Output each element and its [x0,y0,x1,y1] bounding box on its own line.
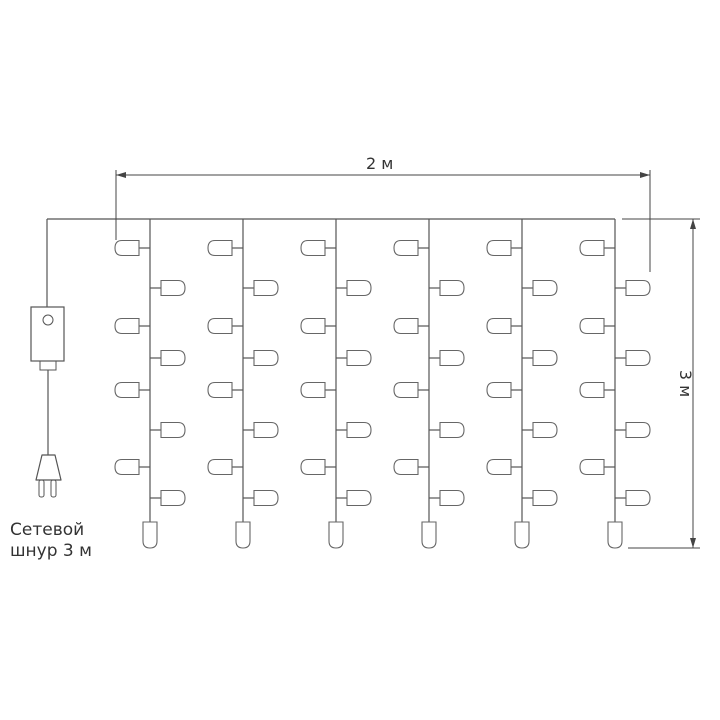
led-bulb [393,381,419,399]
plug-pin [38,479,45,498]
plug-icon [35,454,62,481]
led-bulb [625,349,651,367]
led-bulb [346,349,372,367]
cord-label-line1: Сетевой [10,520,85,540]
led-bulb [439,279,465,297]
led-bulb-bottom [142,521,158,549]
led-bulb [253,279,279,297]
led-bulb [346,489,372,507]
led-bulb [439,349,465,367]
led-bulb [439,489,465,507]
led-bulb [207,317,233,335]
led-bulb [625,279,651,297]
led-bulb [253,421,279,439]
led-bulb [160,279,186,297]
width-dimension-label: 2 м [366,154,394,173]
led-bulb-bottom [607,521,623,549]
led-bulb [532,421,558,439]
led-bulb [579,381,605,399]
arrow-icon [640,172,650,178]
led-bulb [393,239,419,257]
arrow-icon [690,219,696,229]
led-bulb [300,458,326,476]
arrow-icon [116,172,126,178]
led-bulb [114,239,140,257]
led-bulb [114,458,140,476]
led-bulb [114,317,140,335]
led-bulb [439,421,465,439]
arrow-icon [690,538,696,548]
led-bulb [207,458,233,476]
led-bulb [160,349,186,367]
led-bulb [300,317,326,335]
led-bulb [532,349,558,367]
led-bulb [486,458,512,476]
led-bulb-bottom [421,521,437,549]
led-bulb [393,317,419,335]
led-bulb [625,489,651,507]
led-bulb [114,381,140,399]
led-bulb [207,381,233,399]
led-bulb [625,421,651,439]
plug-pin [50,479,57,498]
led-bulb [300,239,326,257]
led-bulb-bottom [235,521,251,549]
led-bulb-bottom [514,521,530,549]
height-dimension-label: 3 м [676,369,696,398]
led-bulb [532,489,558,507]
led-bulb [346,279,372,297]
led-bulb [579,239,605,257]
led-bulb [486,239,512,257]
controller-connector [39,360,57,371]
led-bulb [160,421,186,439]
led-bulb [346,421,372,439]
led-bulb [207,239,233,257]
cord-label-line2: шнур 3 м [10,541,92,561]
controller-button-icon [42,314,54,326]
led-bulb [253,489,279,507]
led-bulb [300,381,326,399]
led-bulb [486,381,512,399]
led-bulb [579,458,605,476]
led-bulb [579,317,605,335]
led-bulb-bottom [328,521,344,549]
led-bulb [532,279,558,297]
led-bulb [160,489,186,507]
led-bulb [393,458,419,476]
led-bulb [253,349,279,367]
led-bulb [486,317,512,335]
